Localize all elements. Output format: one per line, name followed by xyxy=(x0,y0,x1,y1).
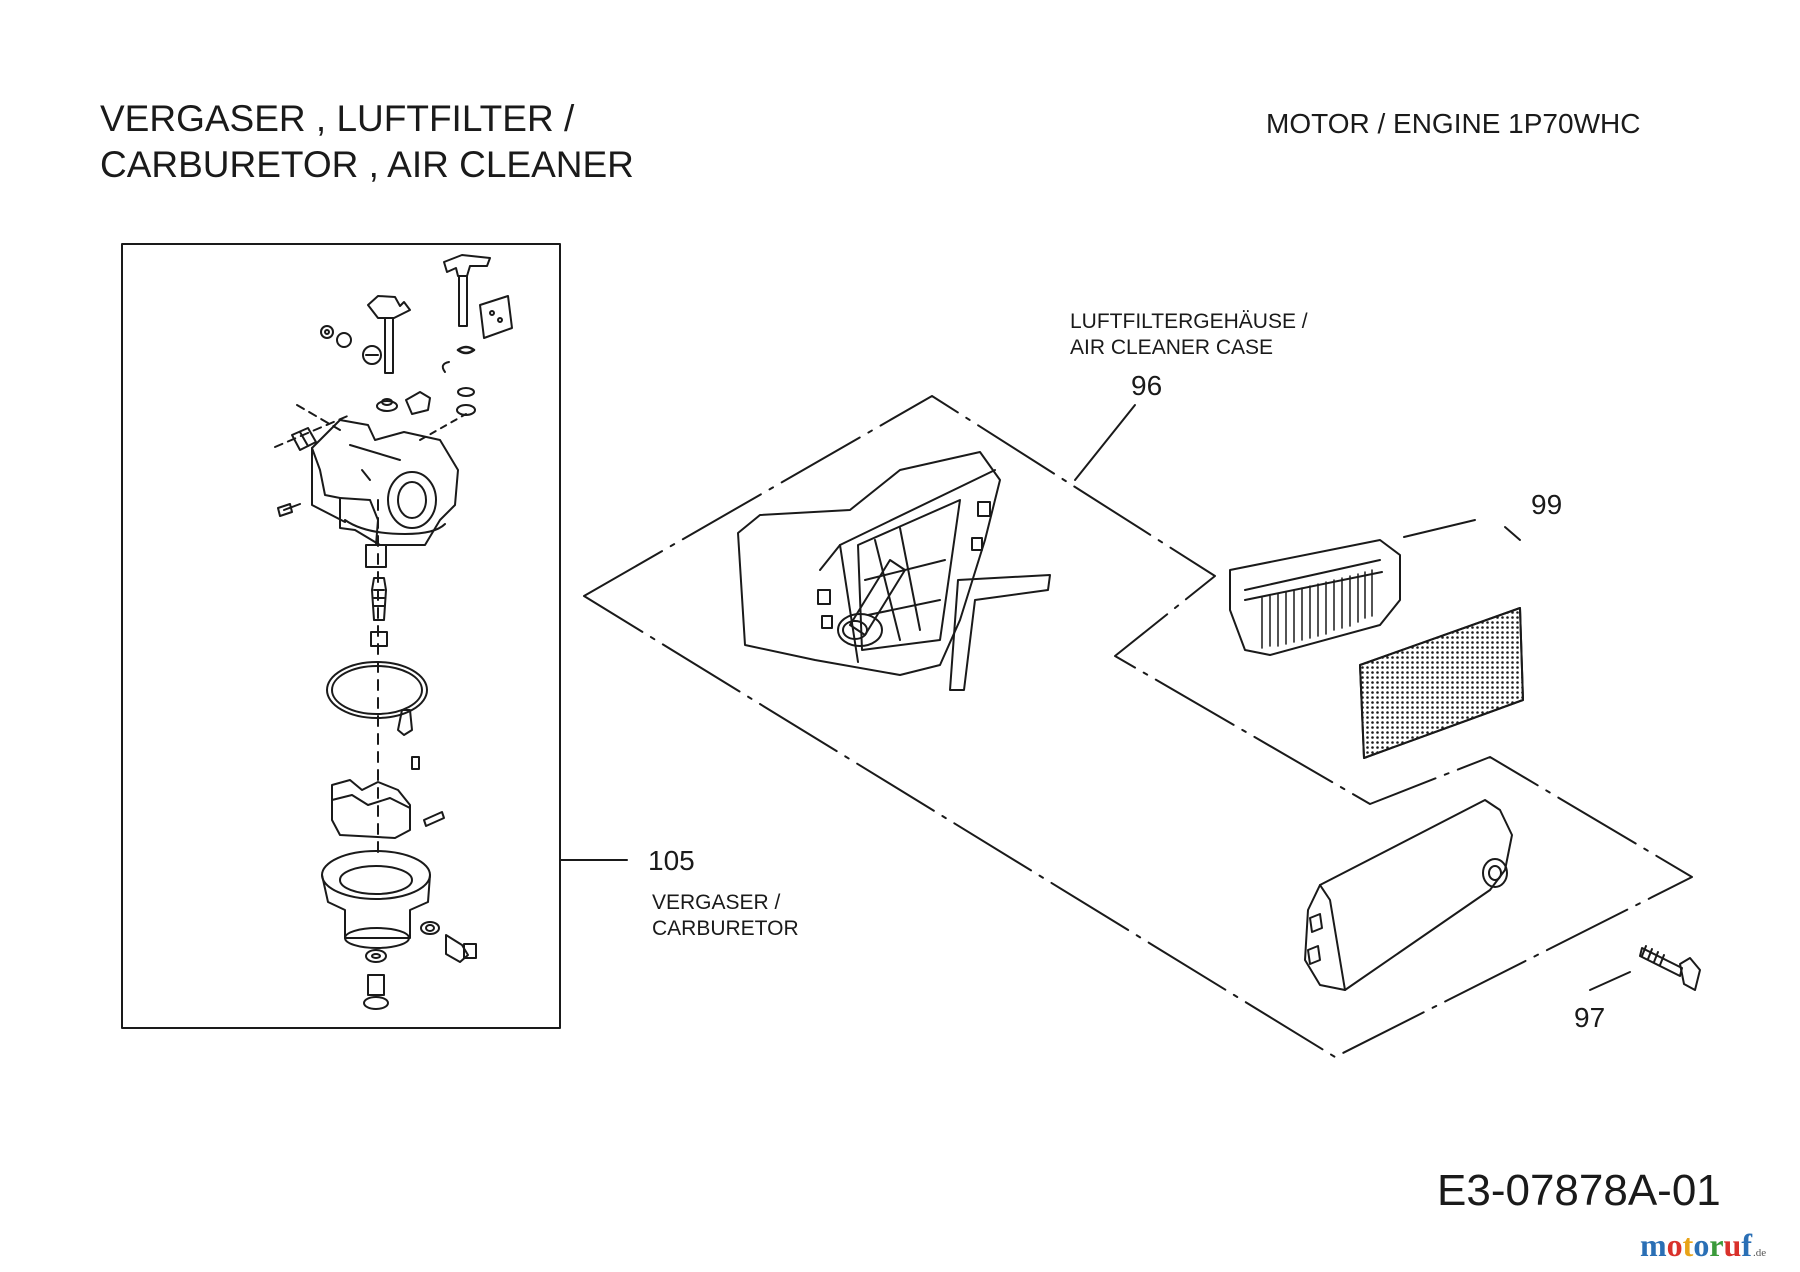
brand-letter: r xyxy=(1709,1227,1724,1263)
brand-letter: m xyxy=(1640,1227,1667,1263)
brand-logo[interactable]: motoruf.de xyxy=(1640,1227,1766,1264)
title-en: CARBURETOR , AIR CLEANER xyxy=(100,144,634,185)
brand-letter: t xyxy=(1682,1227,1694,1263)
case-label-de: LUFTFILTERGEHÄUSE / xyxy=(1070,310,1308,333)
brand-suffix: .de xyxy=(1752,1247,1767,1259)
paper-filter xyxy=(1229,539,1401,656)
part-number-105: 105 xyxy=(648,845,695,876)
part-number-96: 96 xyxy=(1131,370,1163,401)
air-cleaner-cover xyxy=(1304,799,1513,991)
air-cleaner-case xyxy=(737,451,1051,691)
air-cleaner-outline xyxy=(583,395,1693,1058)
carburetor-box xyxy=(121,243,561,1029)
carb-label-en: CARBURETOR xyxy=(652,917,799,940)
drawing-code: E3-07878A-01 xyxy=(1437,1166,1721,1215)
case-label-en: AIR CLEANER CASE xyxy=(1070,336,1274,359)
title-de: VERGASER , LUFTFILTER / xyxy=(100,98,575,139)
brand-letter: u xyxy=(1723,1227,1742,1263)
engine-model: MOTOR / ENGINE 1P70WHC xyxy=(1266,108,1641,139)
leader-96 xyxy=(1074,404,1136,481)
carburetor-parts xyxy=(274,254,513,1010)
part-number-99: 99 xyxy=(1531,489,1563,520)
leader-97 xyxy=(1589,971,1631,991)
brand-wordmark: motoruf xyxy=(1640,1227,1752,1263)
carb-label-de: VERGASER / xyxy=(652,891,781,914)
brand-letter: o xyxy=(1666,1227,1683,1263)
brand-letter: f xyxy=(1741,1227,1752,1263)
brand-letter: o xyxy=(1693,1227,1710,1263)
bolt-97 xyxy=(1639,945,1701,991)
foam-filter xyxy=(1359,607,1524,759)
part-number-97: 97 xyxy=(1574,1002,1606,1033)
